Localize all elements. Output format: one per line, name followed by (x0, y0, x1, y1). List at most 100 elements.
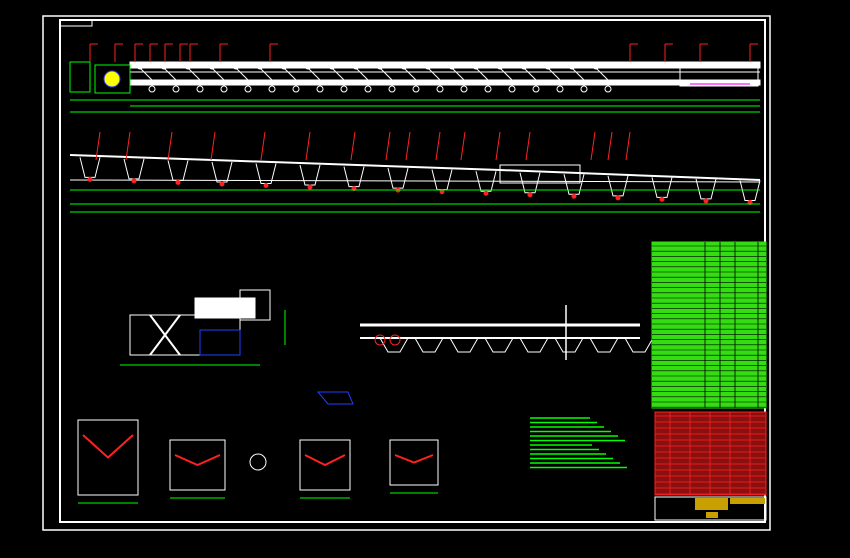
idler-support (651, 177, 673, 198)
truss-member (163, 67, 177, 81)
return-idler (412, 85, 420, 93)
parts-table (651, 241, 767, 496)
truss-member (523, 67, 537, 81)
idler-support (431, 169, 453, 191)
carry-idler (472, 62, 480, 70)
leader-line (260, 131, 266, 161)
carry-idler (232, 62, 240, 70)
return-idler (556, 85, 564, 93)
truss-member (547, 67, 561, 81)
idler-marker (571, 193, 577, 199)
return-idler (484, 85, 492, 93)
carry-idler (400, 62, 408, 70)
return-idler (508, 85, 516, 93)
leader-line (525, 131, 531, 161)
truss-member (331, 67, 345, 81)
truss-member (307, 67, 321, 81)
carry-idler (304, 62, 312, 70)
conveyor-top-view (69, 43, 761, 113)
title-block-frame (654, 496, 767, 521)
pulley (389, 334, 401, 346)
return-idler (292, 85, 300, 93)
carry-idler (280, 62, 288, 70)
head-frame (69, 61, 91, 93)
belt-incline (69, 154, 501, 171)
detail-frame (299, 439, 351, 491)
drawing-number-box (730, 498, 765, 504)
idler-support (343, 166, 365, 188)
pulley (374, 334, 386, 346)
idler-support (563, 174, 585, 195)
reducer (239, 289, 271, 321)
parts-list-body (654, 411, 767, 496)
idler-detail-views (77, 391, 627, 504)
idler-marker (659, 196, 665, 202)
drive-section-view (120, 289, 286, 366)
leader-line (305, 131, 311, 161)
carry-idler (160, 62, 168, 70)
leader-line (607, 131, 613, 161)
carry-idler (496, 62, 504, 70)
leader-line (385, 131, 391, 161)
tail-frame (679, 67, 759, 87)
truss-member (475, 67, 489, 81)
drive-pulley-housing (94, 64, 131, 94)
leader-line (435, 131, 441, 161)
carry-idler (448, 62, 456, 70)
truss-member (211, 67, 225, 81)
idler-marker (615, 195, 621, 201)
idler-marker (527, 192, 533, 198)
brace (149, 314, 181, 356)
scale-box (706, 512, 718, 518)
small-detail (316, 391, 354, 405)
truss-member (283, 67, 297, 81)
leader-line (125, 131, 131, 161)
support-leg (379, 337, 409, 353)
trough-belt (82, 434, 134, 459)
return-idler (316, 85, 324, 93)
carry-idler (568, 62, 576, 70)
carry-idler (136, 62, 144, 70)
truss-member (259, 67, 273, 81)
truss-member (379, 67, 393, 81)
support-leg (484, 337, 514, 353)
truss-member (451, 67, 465, 81)
idler-marker (703, 198, 709, 204)
trough-belt (304, 454, 346, 467)
carry-idler (520, 62, 528, 70)
idler-support (79, 157, 101, 178)
truss-member (403, 67, 417, 81)
take-up-unit (499, 164, 581, 184)
return-idler (268, 85, 276, 93)
leader-line (210, 131, 216, 161)
belt-upper (129, 61, 761, 69)
support-leg (449, 337, 479, 353)
return-idler (604, 85, 612, 93)
return-idler (220, 85, 228, 93)
trough-belt (174, 454, 221, 467)
leader-line (590, 131, 596, 161)
carry-idler (376, 62, 384, 70)
truss-member (355, 67, 369, 81)
support-leg (414, 337, 444, 353)
return-idler (172, 85, 180, 93)
return-idler (364, 85, 372, 93)
leader-line (350, 131, 356, 161)
drive-frame (129, 314, 241, 356)
return-idler (148, 85, 156, 93)
carry-idler (352, 62, 360, 70)
idler-support (211, 161, 233, 183)
support-leg (554, 337, 584, 353)
idler-marker (307, 184, 313, 190)
tail-section-view (360, 305, 654, 360)
carry-idler (424, 62, 432, 70)
outer-border (42, 15, 771, 531)
coupling-guard (199, 329, 241, 356)
return-idler (580, 85, 588, 93)
idler-marker (131, 178, 137, 184)
carry-idler (256, 62, 264, 70)
idler-marker (483, 190, 489, 196)
parts-table-body (651, 241, 767, 409)
idler-support (167, 160, 189, 181)
drawing-name-box (695, 498, 728, 510)
